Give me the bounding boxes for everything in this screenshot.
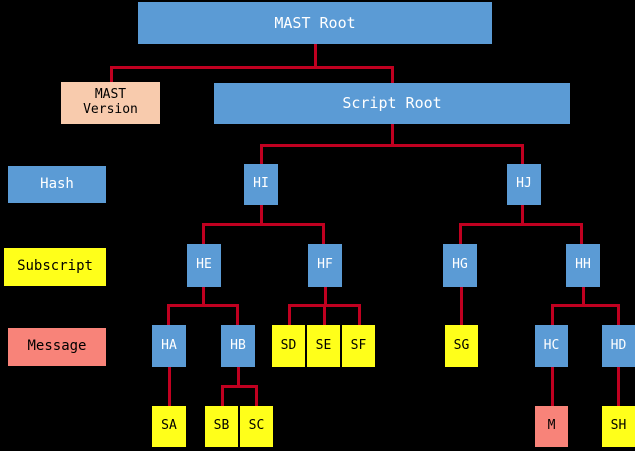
node-hd: HD	[602, 325, 635, 367]
node-sg: SG	[445, 325, 478, 367]
edge-hc-to-m	[551, 367, 554, 408]
node-hi: HI	[244, 164, 278, 205]
edge-he-to-ha	[202, 287, 205, 306]
edge-hi-to-he	[260, 205, 263, 225]
node-hf: HF	[308, 244, 342, 287]
edge-hb-to-sc	[255, 385, 258, 408]
edge-mast-root-to-mast-version	[314, 44, 317, 68]
node-mast-root: MAST Root	[138, 2, 492, 44]
edge-hi-to-he	[202, 223, 205, 246]
edge-script-root-to-hi	[260, 144, 263, 166]
edge-script-root-to-hi	[391, 124, 394, 146]
edge-hf-to-sd	[324, 287, 327, 306]
edge-hd-to-sh	[617, 367, 620, 408]
edge-mast-root-to-script-root	[391, 66, 394, 84]
edge-hj-to-hg	[459, 223, 462, 246]
node-m: M	[535, 406, 568, 447]
node-sh: SH	[602, 406, 635, 447]
edge-script-root-to-hi	[260, 144, 394, 147]
edge-hh-to-hd	[617, 304, 620, 327]
node-he: HE	[187, 244, 221, 287]
edge-hb-to-sb	[221, 385, 256, 388]
edge-hh-to-hc	[582, 287, 585, 306]
edge-hh-to-hc	[551, 304, 554, 327]
node-hb: HB	[221, 325, 255, 367]
edge-hi-to-hf	[322, 223, 325, 246]
node-hj: HJ	[507, 164, 541, 205]
node-sc: SC	[240, 406, 273, 447]
edge-mast-root-to-mast-version	[110, 66, 113, 83]
edge-script-root-to-hj	[521, 144, 524, 166]
node-se: SE	[307, 325, 340, 367]
node-sf: SF	[342, 325, 375, 367]
legend-item-message: Message	[8, 328, 106, 366]
edge-hf-to-sf	[358, 304, 361, 327]
node-hc: HC	[535, 325, 568, 367]
edge-hj-to-hg	[521, 205, 524, 225]
edge-hh-to-hc	[551, 304, 619, 307]
node-ha: HA	[152, 325, 186, 367]
node-sd: SD	[272, 325, 305, 367]
edge-hb-to-sb	[221, 385, 224, 408]
edge-mast-root-to-script-root	[314, 66, 394, 69]
node-sb: SB	[205, 406, 238, 447]
edge-he-to-ha	[167, 304, 238, 307]
node-sa: SA	[152, 406, 186, 447]
node-hg: HG	[443, 244, 477, 287]
edge-hi-to-he	[202, 223, 263, 226]
edge-hf-to-se	[323, 304, 326, 327]
node-mast-version: MAST Version	[61, 82, 160, 124]
edge-hi-to-hf	[260, 223, 324, 226]
edge-hf-to-sd	[288, 304, 291, 327]
edge-hj-to-hh	[521, 223, 583, 226]
node-script-root: Script Root	[214, 83, 570, 124]
edge-he-to-ha	[167, 304, 170, 327]
edge-mast-root-to-mast-version	[110, 66, 318, 69]
edge-he-to-hb	[236, 304, 239, 327]
edge-hg-to-sg	[460, 287, 463, 327]
legend-item-subscript: Subscript	[4, 248, 106, 286]
edge-hb-to-sb	[237, 367, 240, 386]
legend-item-hash: Hash	[8, 166, 106, 203]
edge-hj-to-hg	[459, 223, 523, 226]
edge-script-root-to-hj	[391, 144, 524, 147]
edge-hj-to-hh	[580, 223, 583, 246]
node-hh: HH	[566, 244, 600, 287]
edge-ha-to-sa	[168, 367, 171, 408]
